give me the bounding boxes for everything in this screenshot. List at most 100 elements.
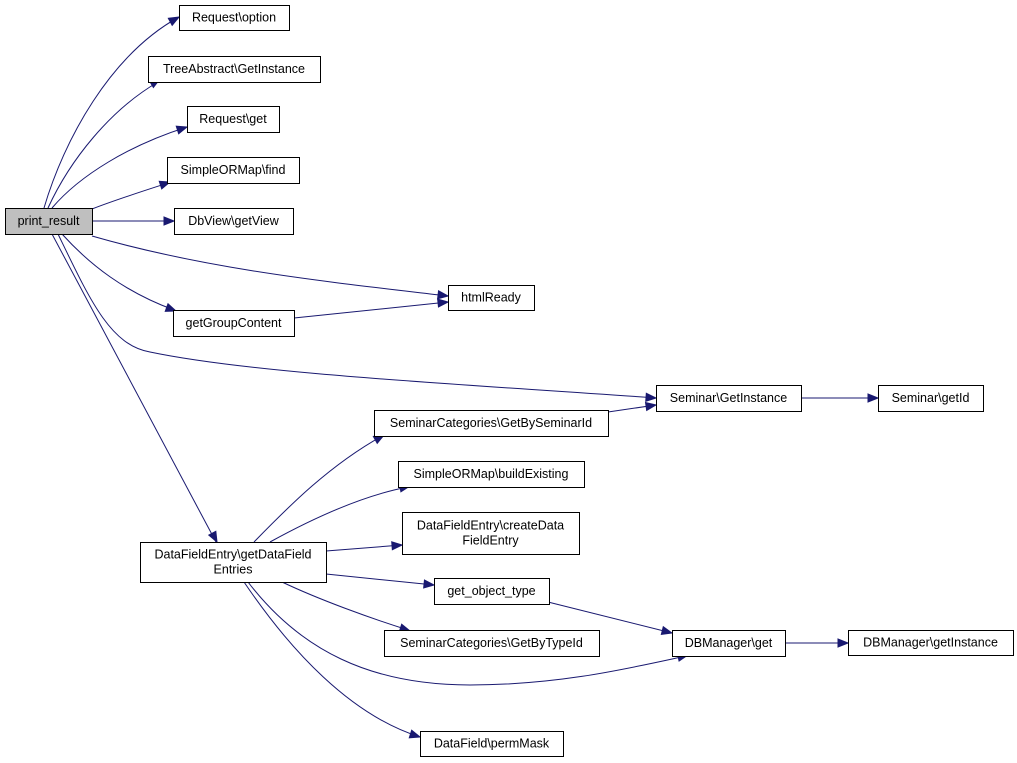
edge-line [325,573,435,586]
edge-get_object_type-to-dbmanager_get [547,601,674,636]
edge-line [57,233,657,399]
arrowhead-icon [175,125,189,135]
node-label: FieldEntry [462,534,519,548]
edge-print_result-to-simpleormap_find [91,180,172,210]
node-label: DataFieldEntry\createData [417,519,564,533]
node-label: SeminarCategories\GetByTypeId [400,636,583,650]
edge-line [247,581,687,686]
node-box [148,56,321,83]
arrowhead-icon [391,541,404,551]
arrowhead-icon [645,392,658,402]
arrowhead-icon [423,579,436,589]
edge-line [91,182,169,210]
arrowhead-icon [837,638,850,648]
edge-datafieldentry_getdatafieldentries-to-simpleormap_buildexisting [269,483,412,543]
node-label: DBManager\getInstance [863,636,998,650]
edge-seminar_getinstance-to-seminar_getid [801,393,880,403]
edge-print_result-to-datafieldentry_getdatafieldentries [51,233,218,544]
edge-line [293,301,449,319]
edge-datafieldentry_getdatafieldentries-to-seminarcategories_getbyseminarid [253,434,386,543]
node-label: print_result [18,214,80,228]
nodes-layer: print_result Request\optionTreeAbstract\G… [5,5,1014,757]
node-treeabstract_getinstance[interactable]: TreeAbstract\GetInstance [148,56,321,83]
node-seminarcategories_getbyseminarid[interactable]: SeminarCategories\GetBySeminarId [374,410,609,437]
node-getgroupcontent[interactable]: getGroupContent [173,310,295,337]
edge-datafieldentry_getdatafieldentries-to-seminarcategories_getbytypeid [281,581,412,633]
node-label: DbView\getView [188,214,280,228]
node-box [173,310,295,337]
node-box [5,208,93,235]
node-box [402,512,580,555]
node-box [878,385,984,412]
node-box [174,208,294,235]
node-label: Request\option [192,11,276,25]
edge-datafieldentry_getdatafieldentries-to-datafield_permmask [243,581,422,739]
node-box [448,285,535,311]
edge-line [43,16,180,209]
node-seminar_getid[interactable]: Seminar\getId [878,385,984,412]
edge-print_result-to-request_option [43,16,181,209]
node-box [398,461,585,488]
node-datafield_permmask[interactable]: DataField\permMask [420,731,564,757]
node-seminarcategories_getbytypeid[interactable]: SeminarCategories\GetByTypeId [384,630,600,657]
node-box [374,410,609,437]
node-request_get[interactable]: Request\get [187,106,280,133]
node-box [140,542,327,583]
arrowhead-icon [437,298,450,308]
arrowhead-icon [867,393,880,403]
node-box [672,630,786,657]
node-request_option[interactable]: Request\option [179,5,290,31]
edge-seminarcategories_getbyseminarid-to-seminar_getinstance [607,401,658,413]
node-label: htmlReady [461,291,521,305]
arrowhead-icon [207,530,218,544]
node-print_result[interactable]: print_result [5,208,93,235]
node-seminar_getinstance[interactable]: Seminar\GetInstance [656,385,802,412]
arrowhead-icon [660,625,674,636]
node-box [179,5,290,31]
node-dbview_getview[interactable]: DbView\getView [174,208,294,235]
edge-dbmanager_get-to-dbmanager_getinstance [785,638,850,648]
edge-print_result-to-dbview_getview [92,216,176,226]
node-label: Seminar\GetInstance [670,391,787,405]
arrowhead-icon [408,729,422,739]
node-box [420,731,564,757]
node-dbmanager_get[interactable]: DBManager\get [672,630,786,657]
node-box [656,385,802,412]
edges-layer [43,16,880,739]
arrowhead-icon [164,302,178,312]
node-box [434,578,550,605]
edge-line [253,435,383,543]
edge-print_result-to-request_get [51,125,189,209]
edge-print_result-to-htmlready [91,235,450,300]
node-label: DataFieldEntry\getDataField [154,548,311,562]
node-get_object_type[interactable]: get_object_type [434,578,550,605]
node-dbmanager_getinstance[interactable]: DBManager\getInstance [848,630,1014,656]
node-label: DBManager\get [685,636,773,650]
edge-line [51,233,217,543]
node-simpleormap_buildexisting[interactable]: SimpleORMap\buildExisting [398,461,585,488]
arrowhead-icon [644,401,658,412]
node-box [167,157,300,184]
node-label: SeminarCategories\GetBySeminarId [390,416,592,430]
node-label: get_object_type [447,584,535,598]
node-box [384,630,600,657]
edge-line [269,486,409,543]
node-htmlready[interactable]: htmlReady [448,285,535,311]
node-label: TreeAbstract\GetInstance [163,62,305,76]
arrowhead-icon [167,16,181,27]
edge-line [547,601,673,634]
edge-line [243,581,421,738]
node-simpleormap_find[interactable]: SimpleORMap\find [167,157,300,184]
edge-line [61,233,175,311]
edge-line [47,81,159,209]
edge-getgroupcontent-to-htmlready [293,298,450,319]
edge-line [281,581,409,631]
node-label: getGroupContent [186,316,282,330]
node-box [187,106,280,133]
edge-print_result-to-getgroupcontent [61,233,178,312]
edge-datafieldentry_getdatafieldentries-to-get_object_type [325,573,436,589]
node-label: SimpleORMap\buildExisting [414,467,569,481]
